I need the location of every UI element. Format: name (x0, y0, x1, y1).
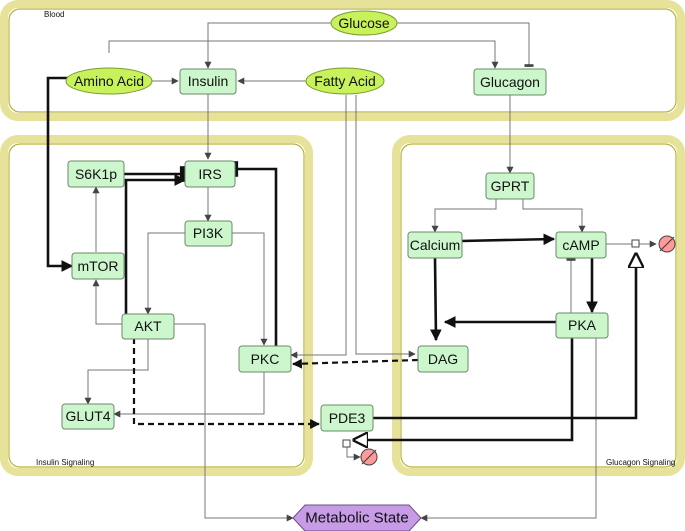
node-label: Metabolic State (305, 510, 408, 527)
node-camp[interactable]: cAMP (555, 231, 607, 259)
node-label: Insulin (188, 73, 228, 89)
node-pde3[interactable]: PDE3 (320, 404, 374, 432)
edge-aminoacid-glucagon (108, 40, 499, 69)
node-label: Calcium (410, 237, 461, 253)
node-label: PI3K (193, 225, 224, 241)
compartment-blood: Blood (0, 0, 685, 121)
edge-pka-metabolic (420, 338, 597, 522)
edge-fattyacid-dag (355, 95, 416, 358)
node-label: PKC (251, 351, 280, 367)
compartment-label-blood: Blood (44, 10, 64, 19)
edge-pkc-glut4 (113, 372, 265, 418)
edge-akt-metabolic (174, 323, 294, 522)
compartment-label-glucagon: Glucagon Signaling (606, 458, 675, 467)
node-label: Fatty Acid (314, 73, 375, 89)
node-calcium[interactable]: Calcium (407, 231, 463, 259)
node-irs[interactable]: IRS (184, 160, 236, 188)
node-fatty-acid[interactable]: Fatty Acid (305, 67, 385, 95)
node-pi3k[interactable]: PI3K (184, 220, 233, 247)
node-mtor[interactable]: mTOR (71, 252, 125, 280)
node-glucose[interactable]: Glucose (330, 10, 398, 36)
process-box-pde3 (342, 439, 351, 448)
node-label: Glucagon (480, 74, 540, 90)
node-label: GPRT (491, 178, 530, 194)
node-gprt[interactable]: GPRT (485, 172, 535, 200)
edge-akt-glut4 (84, 338, 149, 405)
edge-pde3-degradation-out (346, 447, 361, 461)
edge-pkc-inhibits-irs (233, 161, 289, 358)
edge-gprt-camp (522, 199, 586, 233)
node-label: Amino Acid (74, 73, 144, 89)
compartment-glucagon-signaling: Glucagon Signaling (392, 135, 685, 476)
node-label: GLUT4 (65, 408, 110, 424)
edge-glucose-insulin (204, 22, 332, 69)
node-label: DAG (428, 351, 458, 367)
edge-pi3k-akt (144, 232, 185, 315)
node-label: IRS (198, 166, 221, 182)
node-label: S6K1p (75, 166, 117, 182)
edge-pka-catalysis-pde3 (354, 338, 574, 440)
node-label: PDE3 (329, 410, 366, 426)
compartment-insulin-signaling: Insulin Signaling (0, 135, 313, 476)
node-amino-acid[interactable]: Amino Acid (65, 67, 153, 95)
edge-glucose-inhibits-glucagon (396, 22, 534, 67)
edge-pde3-catalysis-camp (372, 254, 636, 420)
node-akt[interactable]: AKT (121, 313, 175, 340)
degradation-icon (360, 448, 378, 466)
degradation-icon (658, 235, 676, 253)
edge-calcium-camp (460, 233, 556, 246)
node-dag[interactable]: DAG (417, 345, 469, 373)
node-metabolic-state[interactable]: Metabolic State (292, 504, 422, 531)
process-box-camp (631, 239, 640, 248)
edge-akt-pde3-dashed (132, 338, 320, 429)
node-label: Glucose (338, 15, 390, 31)
node-s6k1p[interactable]: S6K1p (67, 160, 125, 188)
edge-pi3k-pkc (232, 232, 268, 346)
node-label: AKT (134, 318, 162, 334)
compartment-label-insulin: Insulin Signaling (36, 458, 94, 467)
node-glucagon[interactable]: Glucagon (473, 68, 547, 96)
node-pkc[interactable]: PKC (238, 345, 292, 373)
node-insulin[interactable]: Insulin (179, 68, 237, 95)
edge-dag-pkc-dashed (292, 358, 419, 369)
edge-gprt-calcium (431, 199, 497, 233)
bold-edges (46, 76, 636, 440)
node-label: cAMP (562, 237, 599, 253)
node-glut4[interactable]: GLUT4 (61, 403, 115, 430)
node-label: PKA (568, 317, 597, 333)
edges (84, 22, 657, 522)
node-pka[interactable]: PKA (555, 312, 609, 339)
edge-calcium-dag (430, 257, 442, 342)
edge-akt-mtor (92, 279, 122, 325)
edge-akt-irs (124, 174, 187, 314)
edge-fattyacid-pkc (290, 95, 347, 359)
edge-aminoacid-mtor (46, 76, 74, 272)
node-label: mTOR (78, 258, 119, 274)
